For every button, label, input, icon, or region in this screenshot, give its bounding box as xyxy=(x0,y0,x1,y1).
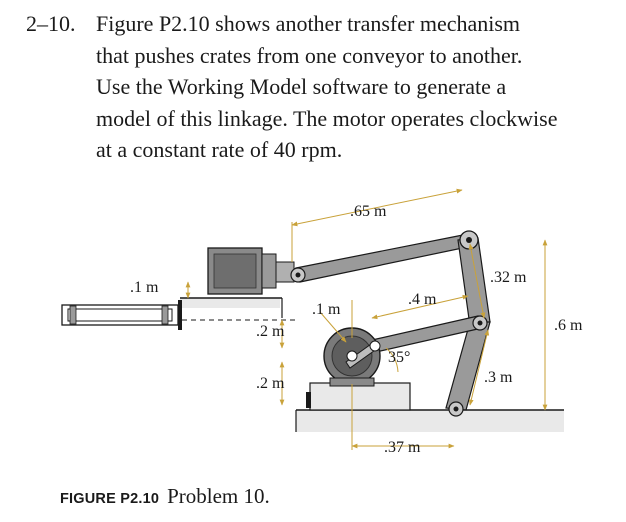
dim-coupler: .4 m xyxy=(408,291,437,308)
dim-angle: 35° xyxy=(388,349,410,366)
figure-title: Problem 10. xyxy=(167,484,270,508)
dimension-labels: .65 m .1 m .1 m .4 m .32 m .6 m .2 m .2 … xyxy=(130,203,583,456)
dim-vertical-upper: .2 m xyxy=(256,323,285,340)
dim-total-height: .6 m xyxy=(554,317,583,334)
figure-label: FIGURE P2.10 xyxy=(60,491,160,507)
ground-base xyxy=(295,409,564,432)
problem-text: Figure P2.10 shows another transfer mech… xyxy=(96,8,616,166)
dim-left-height: .1 m xyxy=(130,279,159,296)
problem-line-3: Use the Working Model software to genera… xyxy=(96,74,507,99)
rocker-upper-link xyxy=(457,237,491,327)
dim-top-span: .65 m xyxy=(350,203,387,220)
dim-vertical-lower: .2 m xyxy=(256,375,285,392)
pusher-block xyxy=(207,247,295,295)
problem-line-2: that pushes crates from one conveyor to … xyxy=(96,42,523,68)
upper-coupler-link xyxy=(290,233,473,283)
problem-line-1: Figure P2.10 shows another transfer mech… xyxy=(96,11,521,36)
motor-pedestal xyxy=(306,382,411,411)
problem-line-4: model of this linkage. The motor operate… xyxy=(96,105,558,131)
dimension-lines xyxy=(185,188,548,450)
problem-line-5: at a constant rate of 40 rpm. xyxy=(96,137,343,162)
dim-upper-link: .32 m xyxy=(490,269,527,286)
dim-ground-span: .37 m xyxy=(384,439,421,456)
left-conveyor xyxy=(61,300,296,330)
dim-crank-offset: .1 m xyxy=(312,301,341,318)
motor xyxy=(323,327,381,387)
problem-number: 2–10. xyxy=(26,11,76,36)
left-platform xyxy=(180,297,283,318)
figure-caption: FIGURE P2.10 Problem 10. xyxy=(60,484,270,509)
dim-lower-link: .3 m xyxy=(484,369,513,386)
